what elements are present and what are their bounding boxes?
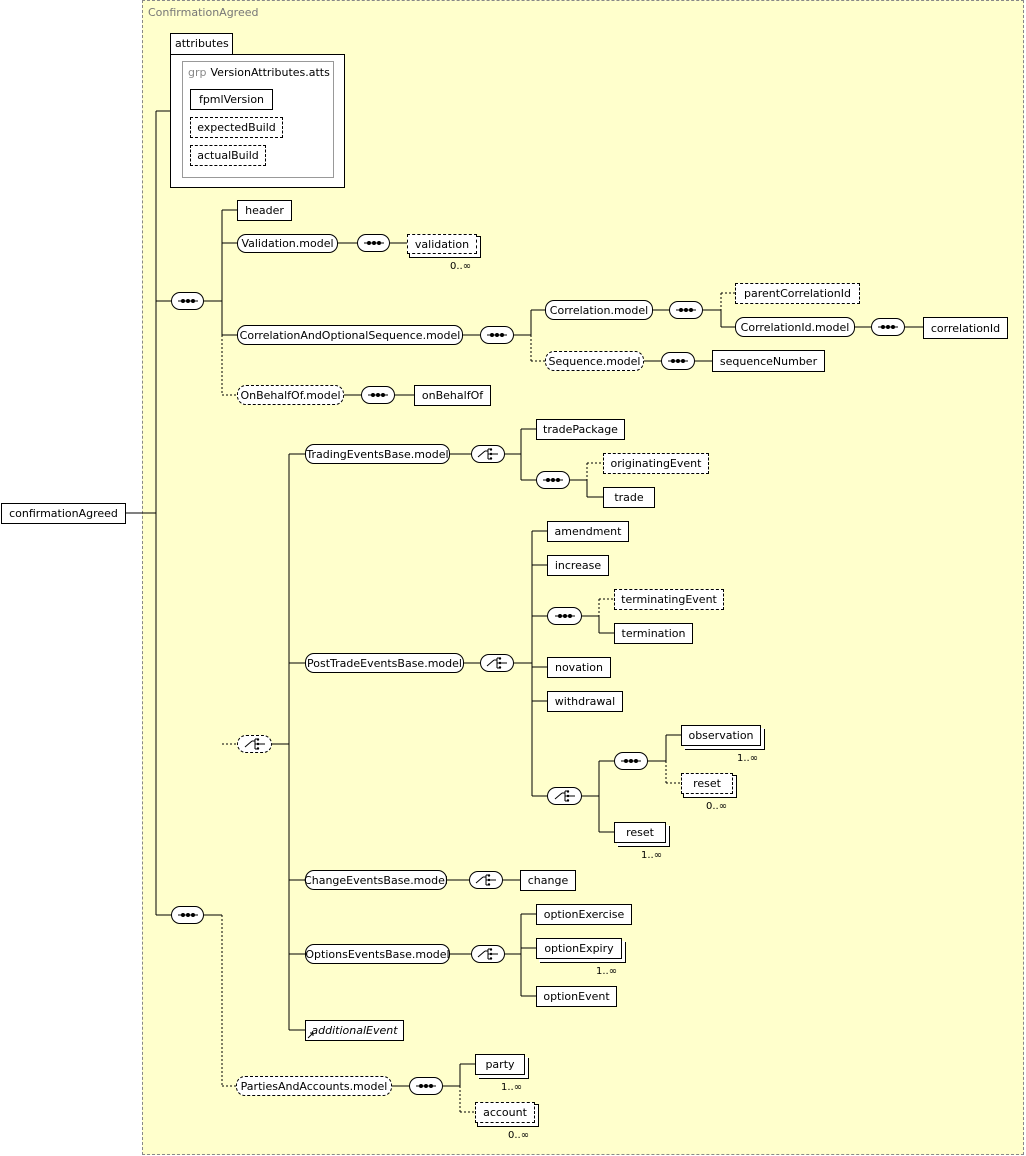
sequence-compositor-validation — [357, 234, 390, 252]
choice-compositor-post-trade — [480, 654, 514, 672]
group-sequence-model[interactable]: Sequence.model — [545, 351, 644, 371]
element-termination[interactable]: termination — [614, 623, 693, 644]
sequence-icon — [554, 614, 575, 618]
sequence-icon — [668, 359, 688, 363]
element-withdrawal[interactable]: withdrawal — [547, 691, 623, 712]
sequence-compositor-trading-inner — [536, 471, 570, 489]
choice-icon — [554, 790, 575, 802]
choice-compositor-trading — [471, 445, 505, 463]
attribute-actualbuild[interactable]: actualBuild — [190, 145, 266, 166]
attributes-tab — [170, 33, 233, 55]
sequence-icon — [487, 333, 507, 337]
choice-icon — [477, 948, 498, 960]
sequence-compositor-observation — [614, 752, 648, 770]
group-trading-events-base-model[interactable]: TradingEventsBase.model — [305, 444, 450, 464]
element-on-behalf-of[interactable]: onBehalfOf — [414, 385, 491, 406]
cardinality-reset: 1..∞ — [641, 850, 663, 861]
element-parent-correlation-id[interactable]: parentCorrelationId — [735, 283, 860, 304]
element-reset[interactable]: reset — [614, 822, 666, 843]
choice-compositor-options — [471, 945, 505, 963]
sequence-compositor-2 — [171, 906, 204, 924]
group-change-events-base-model[interactable]: ChangeEventsBase.model — [304, 870, 448, 890]
attribute-fpmlversion[interactable]: fpmlVersion — [190, 89, 273, 110]
choice-icon — [244, 738, 265, 750]
element-change[interactable]: change — [520, 870, 576, 891]
sequence-compositor-parties — [409, 1077, 443, 1095]
sequence-icon — [177, 299, 198, 303]
element-option-exercise[interactable]: optionExercise — [536, 904, 632, 925]
element-terminating-event[interactable]: terminatingEvent — [614, 589, 724, 610]
element-trade[interactable]: trade — [603, 487, 655, 508]
complex-type-label: ConfirmationAgreed — [148, 6, 259, 19]
root-element-confirmationagreed[interactable]: confirmationAgreed — [1, 503, 126, 524]
group-options-events-base-model[interactable]: OptionsEventsBase.model — [305, 944, 450, 964]
element-option-expiry[interactable]: optionExpiry — [536, 938, 622, 959]
group-name: VersionAttributes.atts — [210, 66, 330, 79]
element-originating-event[interactable]: originatingEvent — [603, 453, 709, 474]
choice-icon — [475, 874, 496, 886]
sequence-icon — [177, 913, 198, 917]
attribute-expectedbuild[interactable]: expectedBuild — [190, 117, 283, 138]
cardinality-account: 0..∞ — [508, 1130, 530, 1141]
sequence-icon — [878, 325, 898, 329]
sequence-icon — [676, 308, 696, 312]
element-sequence-number[interactable]: sequenceNumber — [712, 350, 825, 372]
group-validation-model[interactable]: Validation.model — [237, 234, 338, 253]
sequence-compositor-correlation — [669, 301, 703, 319]
sequence-compositor-termination — [547, 607, 582, 625]
sequence-compositor-sequence — [661, 352, 695, 370]
element-amendment[interactable]: amendment — [547, 521, 629, 542]
group-on-behalf-of-model[interactable]: OnBehalfOf.model — [237, 385, 344, 405]
element-party[interactable]: party — [475, 1054, 525, 1075]
group-post-trade-events-base-model[interactable]: PostTradeEventsBase.model — [305, 653, 464, 673]
group-parties-and-accounts-model[interactable]: PartiesAndAccounts.model — [236, 1076, 392, 1096]
element-correlation-id[interactable]: correlationId — [923, 317, 1008, 339]
choice-compositor-events — [237, 735, 272, 753]
element-account[interactable]: account — [475, 1102, 535, 1123]
element-observation[interactable]: observation — [681, 725, 761, 746]
sequence-icon — [543, 478, 563, 482]
cardinality-validation: 0..∞ — [450, 261, 472, 272]
element-additional-event[interactable]: additionalEvent — [305, 1020, 404, 1041]
sequence-icon — [416, 1084, 436, 1088]
substitution-arrow-icon — [307, 1032, 314, 1039]
choice-icon — [486, 657, 507, 669]
cardinality-observation: 1..∞ — [737, 753, 759, 764]
sequence-icon — [368, 393, 388, 397]
cardinality-party: 1..∞ — [501, 1082, 523, 1093]
attributes-label: attributes — [175, 37, 229, 50]
choice-icon — [477, 448, 498, 460]
element-header[interactable]: header — [237, 200, 292, 221]
additional-event-label: additionalEvent — [311, 1024, 398, 1037]
sequence-compositor-correlation-id — [871, 318, 905, 336]
element-option-event[interactable]: optionEvent — [536, 986, 617, 1007]
sequence-compositor-correlation-and-sequence — [480, 326, 514, 344]
group-correlation-id-model[interactable]: CorrelationId.model — [735, 317, 855, 337]
sequence-icon — [621, 759, 641, 763]
sequence-icon — [363, 241, 384, 245]
element-validation[interactable]: validation — [407, 234, 477, 254]
element-increase[interactable]: increase — [547, 555, 609, 576]
choice-compositor-reset — [547, 787, 582, 805]
element-trade-package[interactable]: tradePackage — [536, 419, 625, 440]
choice-compositor-change — [469, 871, 503, 889]
element-reset-optional[interactable]: reset — [681, 773, 733, 794]
group-correlation-and-optional-sequence-model[interactable]: CorrelationAndOptionalSequence.model — [237, 325, 463, 345]
group-keyword: grp — [188, 66, 207, 79]
element-novation[interactable]: novation — [547, 657, 611, 678]
cardinality-option-expiry: 1..∞ — [596, 966, 618, 977]
sequence-compositor-on-behalf-of — [361, 386, 395, 404]
group-correlation-model[interactable]: Correlation.model — [545, 300, 653, 320]
sequence-compositor-1 — [171, 292, 204, 310]
cardinality-reset-optional: 0..∞ — [706, 801, 728, 812]
